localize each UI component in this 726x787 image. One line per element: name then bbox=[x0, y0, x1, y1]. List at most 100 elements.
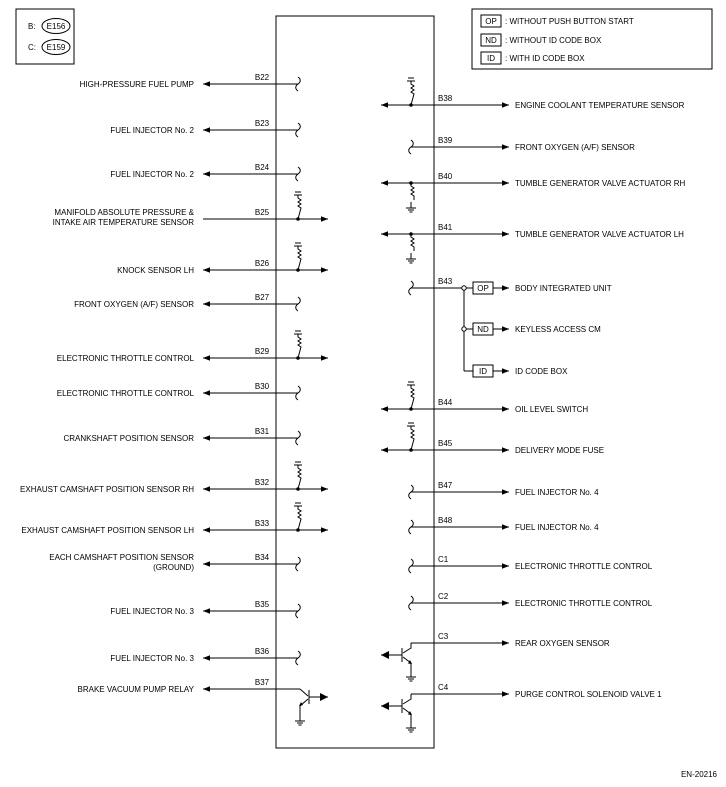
component-label: FUEL INJECTOR No. 2 bbox=[110, 170, 194, 179]
branch-node bbox=[461, 326, 467, 332]
component-label: TUMBLE GENERATOR VALVE ACTUATOR LH bbox=[515, 230, 684, 239]
pin-label: B39 bbox=[438, 136, 453, 145]
ground-icon bbox=[406, 722, 416, 733]
pullup-resistor bbox=[297, 195, 302, 220]
wire-break-mark bbox=[295, 430, 301, 446]
tag-op-text: OP bbox=[477, 284, 489, 293]
pin-label: B47 bbox=[438, 481, 453, 490]
pin-label: B43 bbox=[438, 277, 453, 286]
drive-arrow bbox=[381, 702, 389, 710]
ground-icon bbox=[406, 202, 416, 213]
component-label: (GROUND) bbox=[153, 563, 194, 572]
wire-break-mark bbox=[295, 76, 301, 92]
wire-break-mark bbox=[295, 385, 301, 401]
legend-code-id: ID bbox=[487, 54, 495, 63]
component-label: HIGH-PRESSURE FUEL PUMP bbox=[80, 80, 194, 89]
component-label: KEYLESS ACCESS CM bbox=[515, 325, 601, 334]
junction-dot bbox=[296, 217, 300, 221]
component-label: ELECTRONIC THROTTLE CONTROL bbox=[515, 562, 653, 571]
wire-break-mark bbox=[408, 558, 414, 574]
pin-label: C4 bbox=[438, 683, 449, 692]
component-label: ELECTRONIC THROTTLE CONTROL bbox=[515, 599, 653, 608]
component-label: ELECTRONIC THROTTLE CONTROL bbox=[57, 354, 195, 363]
component-label: ELECTRONIC THROTTLE CONTROL bbox=[57, 389, 195, 398]
component-label: TUMBLE GENERATOR VALVE ACTUATOR RH bbox=[515, 179, 685, 188]
right-pin-branch-5: KEYLESS ACCESS CM ND bbox=[461, 322, 601, 371]
ecm-box bbox=[275, 15, 435, 749]
right-pin-b40: TUMBLE GENERATOR VALVE ACTUATOR RH B40 bbox=[381, 172, 685, 213]
pin-label: B25 bbox=[255, 208, 270, 217]
figure-code: EN-20216 bbox=[681, 770, 718, 779]
component-label: INTAKE AIR TEMPERATURE SENSOR bbox=[53, 218, 195, 227]
ground-icon bbox=[295, 715, 305, 726]
legend-code-op: OP bbox=[485, 17, 497, 26]
wire-break-mark bbox=[295, 650, 301, 666]
pullup-resistor bbox=[410, 385, 415, 410]
component-label: PURGE CONTROL SOLENOID VALVE 1 bbox=[515, 690, 662, 699]
component-label: KNOCK SENSOR LH bbox=[117, 266, 194, 275]
junction-dot bbox=[409, 407, 413, 411]
pin-label: B29 bbox=[255, 347, 270, 356]
pin-label: B45 bbox=[438, 439, 453, 448]
component-label: FUEL INJECTOR No. 3 bbox=[110, 654, 194, 663]
legend-text-op: : WITHOUT PUSH BUTTON START bbox=[505, 17, 634, 26]
pullup-resistor bbox=[410, 81, 415, 106]
connector-c-code: E159 bbox=[47, 43, 66, 52]
wire-break-mark bbox=[295, 556, 301, 572]
wire-break-mark bbox=[295, 603, 301, 619]
right-pin-b39: FRONT OXYGEN (A/F) SENSOR B39 bbox=[408, 136, 635, 155]
tag-nd-text: ND bbox=[477, 325, 489, 334]
component-label: FUEL INJECTOR No. 4 bbox=[515, 523, 599, 532]
connector-box bbox=[15, 8, 75, 65]
component-label: BRAKE VACUUM PUMP RELAY bbox=[78, 685, 195, 694]
junction-dot bbox=[409, 103, 413, 107]
pullup-resistor bbox=[297, 465, 302, 490]
pin-label: B37 bbox=[255, 678, 270, 687]
junction-dot bbox=[296, 356, 300, 360]
right-pin-c4: PURGE CONTROL SOLENOID VALVE 1 C4 bbox=[381, 683, 662, 733]
component-label: FUEL INJECTOR No. 2 bbox=[110, 126, 194, 135]
junction-dot bbox=[296, 268, 300, 272]
legend-box bbox=[471, 8, 713, 70]
component-label: ENGINE COOLANT TEMPERATURE SENSOR bbox=[515, 101, 685, 110]
component-label: FRONT OXYGEN (A/F) SENSOR bbox=[74, 300, 194, 309]
ground-icon bbox=[406, 671, 416, 682]
component-label: FRONT OXYGEN (A/F) SENSOR bbox=[515, 143, 635, 152]
collector-lead bbox=[299, 688, 309, 697]
pulldown-resistor bbox=[410, 234, 415, 251]
ground-icon bbox=[406, 253, 416, 264]
pin-label: B40 bbox=[438, 172, 453, 181]
right-pin-group: ENGINE COOLANT TEMPERATURE SENSORB38FRON… bbox=[381, 77, 685, 733]
component-label: EXHAUST CAMSHAFT POSITION SENSOR LH bbox=[21, 526, 194, 535]
pin-label: B32 bbox=[255, 478, 270, 487]
component-label: OIL LEVEL SWITCH bbox=[515, 405, 588, 414]
pin-label: B36 bbox=[255, 647, 270, 656]
component-label: REAR OXYGEN SENSOR bbox=[515, 639, 610, 648]
component-label: EACH CAMSHAFT POSITION SENSOR bbox=[49, 553, 194, 562]
pin-label: B24 bbox=[255, 163, 270, 172]
wire-break-mark bbox=[408, 519, 414, 535]
legend-text-id: : WITH ID CODE BOX bbox=[505, 54, 585, 63]
pin-label: B34 bbox=[255, 553, 270, 562]
collector-lead bbox=[402, 643, 412, 654]
connector-c-oval bbox=[41, 39, 71, 55]
emitter-arrow bbox=[408, 711, 412, 715]
emitter-arrow bbox=[408, 660, 412, 664]
drive-arrow bbox=[320, 693, 328, 701]
